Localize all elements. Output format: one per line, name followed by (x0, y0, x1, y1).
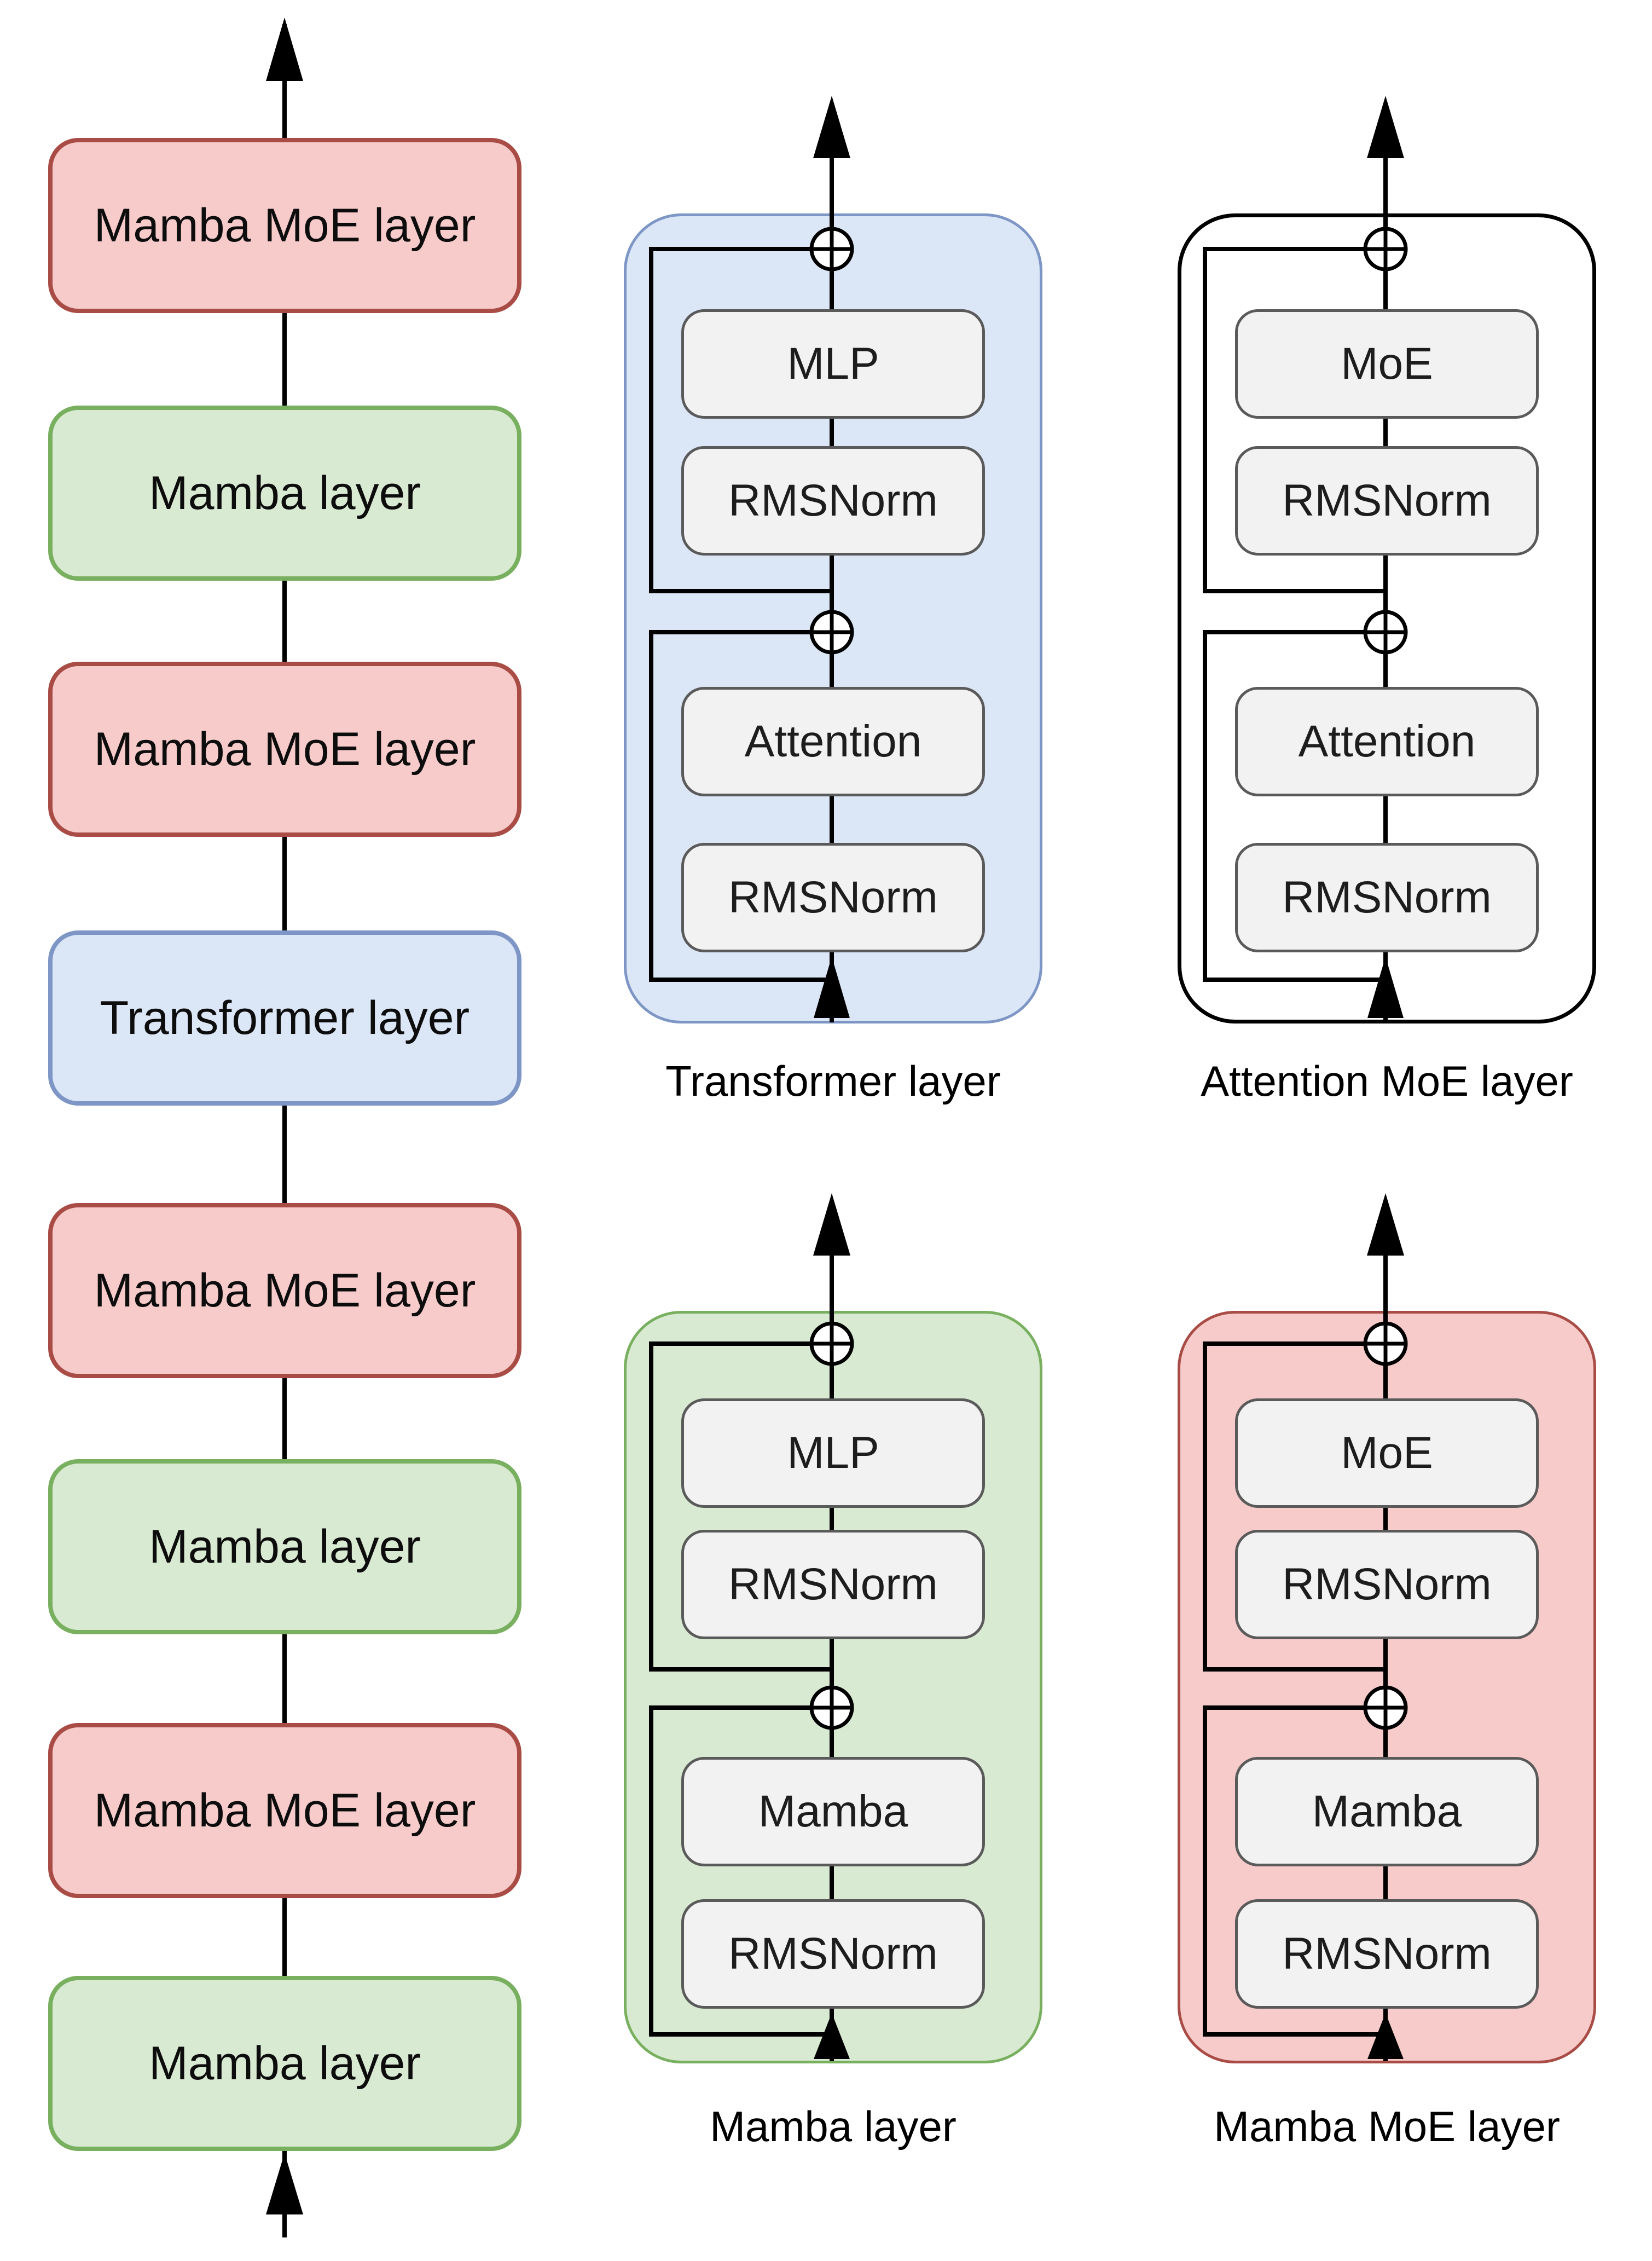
add-junction-icon (1363, 227, 1408, 271)
stack-box-label: Mamba layer (148, 2037, 421, 2090)
add-junction-icon (809, 1321, 854, 1366)
stack-box-label: Mamba layer (148, 466, 421, 519)
block-moe: MoE (1235, 309, 1539, 419)
panel-caption: Attention MoE layer (1201, 1057, 1573, 1105)
input-arrowhead (1367, 2013, 1404, 2059)
stack-input-arrowhead (266, 2153, 303, 2214)
stack-box-mamba-moe: Mamba MoE layer (48, 1723, 521, 1898)
block-attention: Attention (1235, 687, 1539, 796)
stack-box-label: Mamba MoE layer (94, 1784, 476, 1837)
input-arrowhead (814, 957, 850, 1018)
block-rmsnorm: RMSNorm (1235, 843, 1539, 952)
residual-line (649, 247, 832, 593)
panel-caption: Mamba MoE layer (1214, 2102, 1560, 2150)
residual-line (1203, 1705, 1386, 2037)
add-junction-icon (1363, 1321, 1408, 1366)
output-arrowhead (813, 96, 850, 158)
stack-box-mamba: Mamba layer (48, 1459, 521, 1634)
residual-line (649, 1705, 832, 2037)
stack-box-mamba-moe: Mamba MoE layer (48, 662, 521, 837)
output-arrowhead (1367, 96, 1404, 158)
input-arrowhead (814, 2013, 850, 2059)
residual-line (1203, 630, 1386, 982)
stack-box-label: Mamba layer (148, 1520, 421, 1573)
stack-box-label: Transformer layer (100, 991, 470, 1044)
block-mamba: Mamba (1235, 1757, 1539, 1866)
stack-output-arrowhead (266, 18, 303, 81)
block-rmsnorm: RMSNorm (1235, 1530, 1539, 1639)
stack-box-mamba-moe: Mamba MoE layer (48, 138, 521, 313)
block-moe: MoE (1235, 1398, 1539, 1508)
residual-line (1203, 1341, 1386, 1672)
block-rmsnorm: RMSNorm (681, 1530, 985, 1639)
block-mlp: MLP (681, 309, 985, 419)
add-junction-icon (809, 610, 854, 655)
stack-box-label: Mamba MoE layer (94, 1264, 476, 1317)
stack-box-mamba-moe: Mamba MoE layer (48, 1203, 521, 1378)
stack-box-mamba: Mamba layer (48, 406, 521, 581)
block-mamba: Mamba (681, 1757, 985, 1866)
stack-box-label: Mamba MoE layer (94, 199, 476, 252)
panel-caption: Transformer layer (665, 1057, 1001, 1105)
add-junction-icon (809, 227, 854, 271)
block-rmsnorm: RMSNorm (1235, 1899, 1539, 2009)
block-attention: Attention (681, 687, 985, 796)
block-rmsnorm: RMSNorm (1235, 446, 1539, 556)
stack-box-transformer: Transformer layer (48, 930, 521, 1106)
output-arrowhead (813, 1193, 850, 1256)
block-mlp: MLP (681, 1398, 985, 1508)
residual-line (1203, 247, 1386, 593)
residual-line (649, 630, 832, 982)
add-junction-icon (809, 1685, 854, 1730)
residual-line (649, 1341, 832, 1672)
stack-box-mamba: Mamba layer (48, 1976, 521, 2151)
block-rmsnorm: RMSNorm (681, 446, 985, 556)
block-rmsnorm: RMSNorm (681, 1899, 985, 2009)
output-arrowhead (1367, 1193, 1404, 1256)
stack-box-label: Mamba MoE layer (94, 722, 476, 776)
add-junction-icon (1363, 1685, 1408, 1730)
panel-caption: Mamba layer (710, 2102, 957, 2150)
block-rmsnorm: RMSNorm (681, 843, 985, 952)
add-junction-icon (1363, 610, 1408, 655)
input-arrowhead (1367, 957, 1404, 1018)
